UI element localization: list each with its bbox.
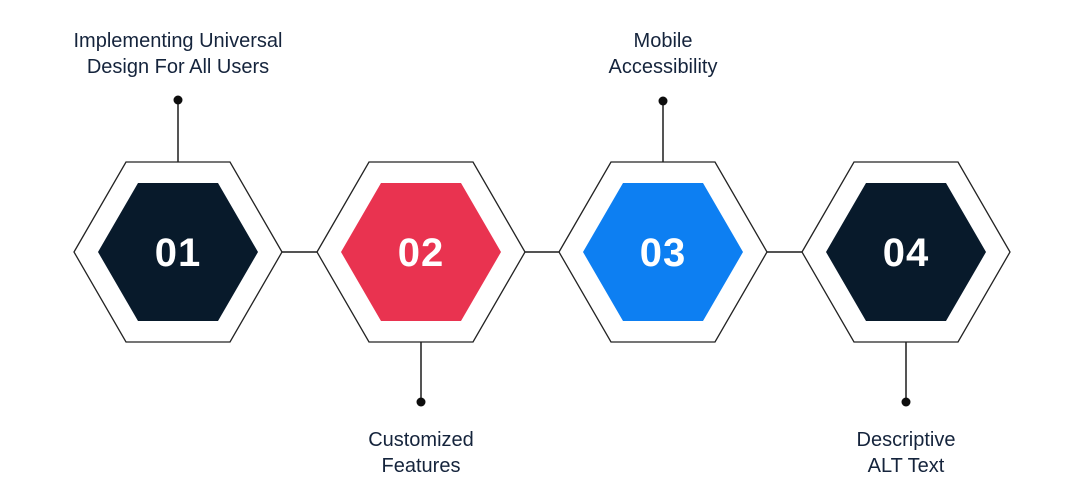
step-number: 03 [640, 231, 687, 275]
step-label-line1: Descriptive [857, 429, 956, 451]
step-label-line2: ALT Text [868, 455, 945, 477]
step-label-line2: Design For All Users [87, 56, 269, 78]
outer-hexagon [73, 161, 283, 343]
inner-hexagon [583, 183, 743, 321]
label-connector-dot [658, 96, 668, 106]
inner-hexagon [826, 183, 986, 321]
step-label-line1: Customized [368, 429, 474, 451]
step-01: 01 Implementing Universal Design For All… [73, 30, 283, 343]
step-label-line1: Implementing Universal [74, 30, 283, 52]
step-02: 02 Customized Features [316, 161, 526, 477]
step-04: 04 Descriptive ALT Text [801, 161, 1011, 477]
step-label-line1: Mobile [634, 30, 693, 52]
step-number: 04 [883, 231, 930, 275]
step-number: 01 [155, 231, 202, 275]
outer-hexagon [801, 161, 1011, 343]
step-label-line2: Accessibility [609, 56, 718, 78]
step-number: 02 [398, 231, 445, 275]
label-connector-dot [173, 95, 183, 105]
step-03: 03 Mobile Accessibility [558, 30, 768, 343]
label-connector-dot [901, 397, 911, 407]
inner-hexagon [341, 183, 501, 321]
inner-hexagon [98, 183, 258, 321]
step-label-line2: Features [382, 455, 461, 477]
label-connector-dot [416, 397, 426, 407]
outer-hexagon [558, 161, 768, 343]
outer-hexagon [316, 161, 526, 343]
